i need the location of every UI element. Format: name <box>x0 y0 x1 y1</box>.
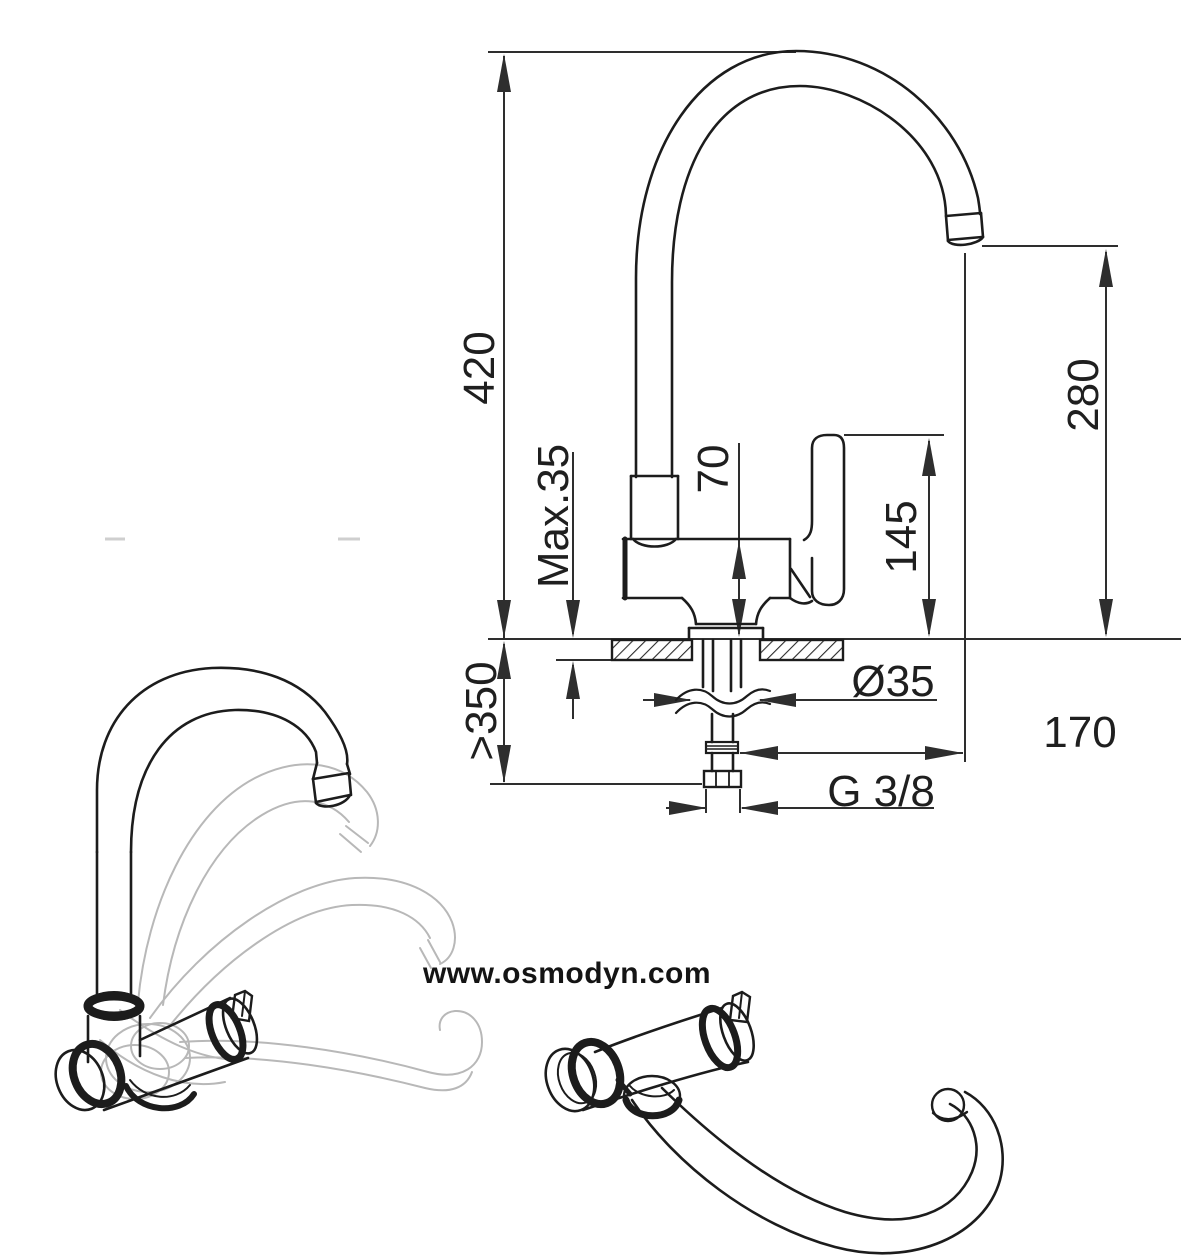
main-elevation-view <box>621 49 985 789</box>
perspective-view-upright <box>54 666 484 1112</box>
ghost-spout-positions <box>99 763 484 1100</box>
perspective-view-folded <box>544 990 1004 1255</box>
dimension-lines <box>488 51 1181 813</box>
watermark-url: www.osmodyn.com <box>422 957 712 990</box>
upright-faucet-outline <box>54 666 353 1112</box>
dimension-arrowheads <box>497 54 1113 815</box>
countertop-section <box>610 638 845 662</box>
